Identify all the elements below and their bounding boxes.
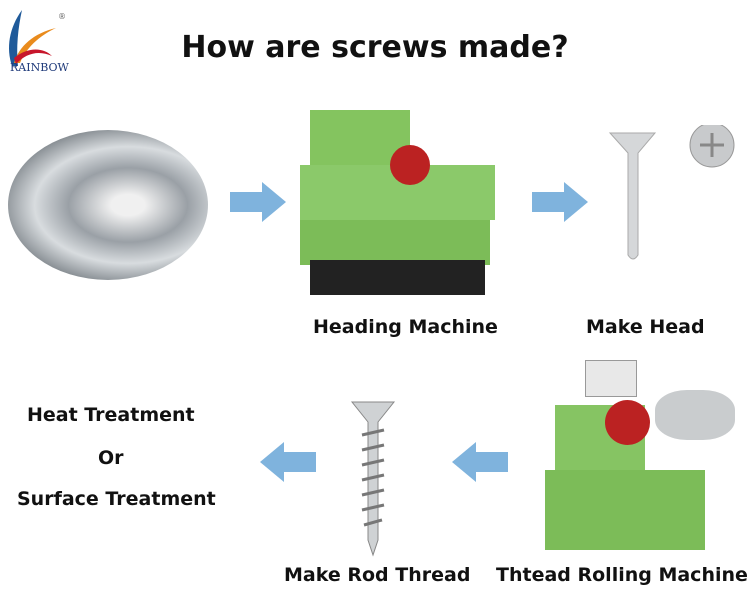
label-or: Or	[98, 447, 124, 469]
label-make-rod-thread: Make Rod Thread	[284, 564, 471, 586]
wire-coil-image	[8, 130, 208, 280]
logo-text: RAINBOW	[10, 61, 69, 74]
screw-blank-image	[608, 125, 735, 260]
label-surface-treatment: Surface Treatment	[17, 488, 216, 510]
label-make-head: Make Head	[586, 316, 705, 338]
threaded-screw-image	[350, 401, 396, 557]
label-heat-treatment: Heat Treatment	[27, 404, 195, 426]
label-heading-machine: Heading Machine	[313, 316, 498, 338]
arrow-left-icon	[452, 442, 508, 482]
page-title: How are screws made?	[181, 30, 569, 65]
rainbow-logo: RAINBOW ®	[4, 8, 84, 78]
label-thread-rolling-machine: Thtead Rolling Machine	[496, 564, 748, 586]
heading-machine-image	[300, 110, 500, 295]
arrow-left-icon	[260, 442, 316, 482]
arrow-right-icon	[532, 182, 588, 222]
arrow-right-icon	[230, 182, 286, 222]
thread-rolling-machine-image	[545, 360, 745, 555]
registered-mark: ®	[58, 12, 66, 21]
